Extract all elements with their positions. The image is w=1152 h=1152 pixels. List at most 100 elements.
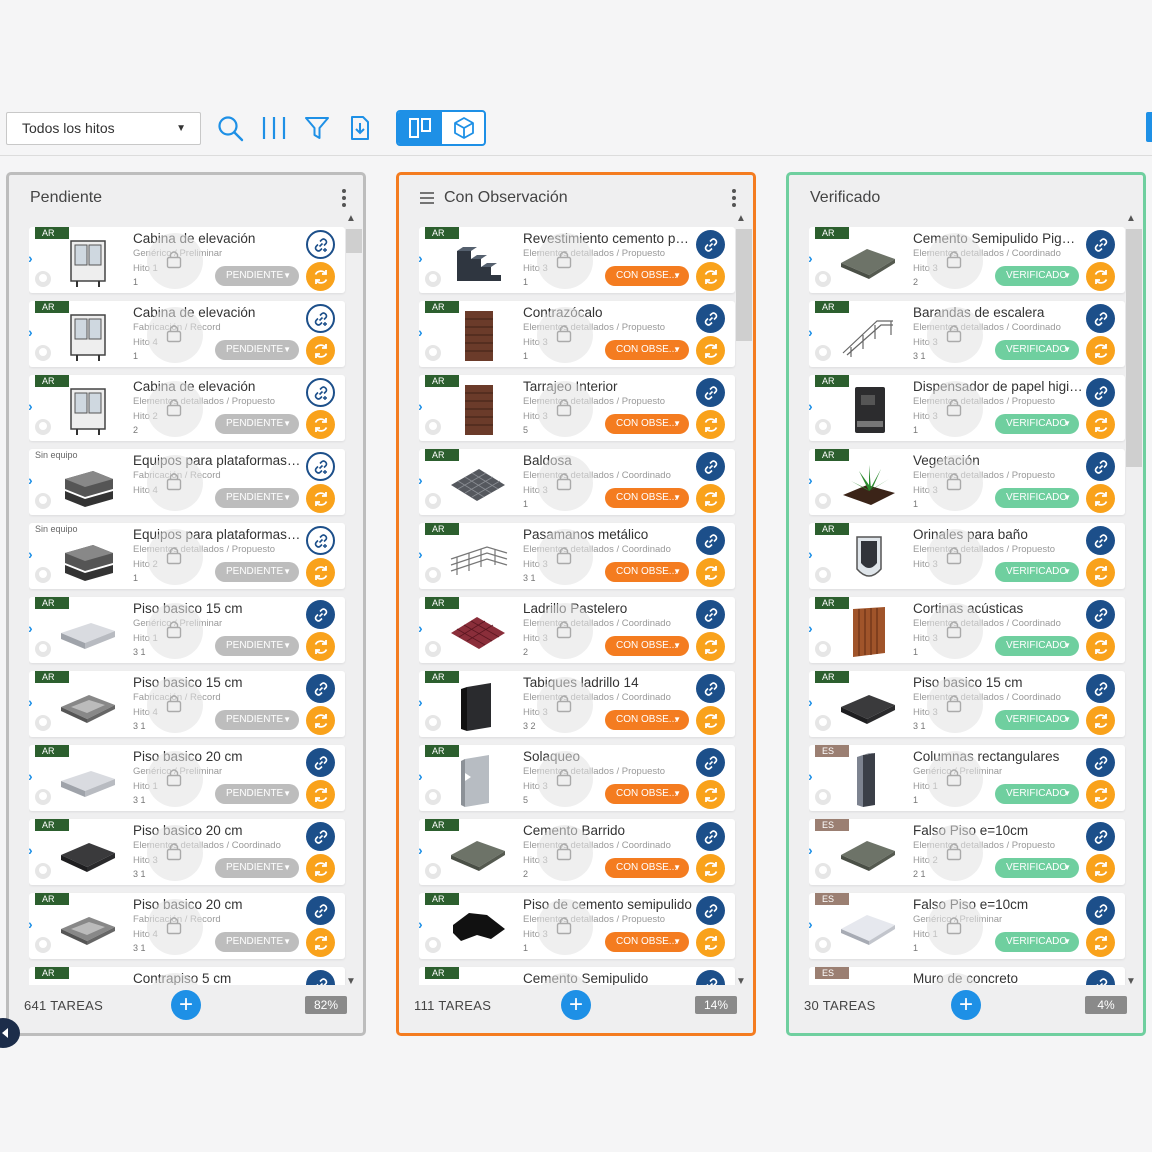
scroll-thumb[interactable] [346, 229, 362, 253]
avatar[interactable] [815, 937, 831, 953]
status-dropdown[interactable]: CON OBSE...▼ [605, 562, 689, 582]
avatar[interactable] [815, 641, 831, 657]
status-dropdown[interactable]: PENDIENTE▼ [215, 414, 299, 434]
chevron-right-icon[interactable]: › [809, 768, 813, 784]
sync-button[interactable] [306, 632, 335, 661]
status-dropdown[interactable]: VERIFICADO▼ [995, 858, 1079, 878]
status-dropdown[interactable]: PENDIENTE▼ [215, 636, 299, 656]
avatar[interactable] [425, 271, 441, 287]
chevron-right-icon[interactable]: › [29, 694, 33, 710]
chevron-right-icon[interactable]: › [419, 472, 423, 488]
element-thumbnail[interactable] [57, 381, 119, 437]
link-button[interactable] [696, 896, 725, 925]
task-card[interactable]: AR›Piso basico 20 cmGenérico / Prelimina… [29, 745, 345, 811]
link-button[interactable] [1086, 304, 1115, 333]
avatar[interactable] [425, 789, 441, 805]
chevron-right-icon[interactable]: › [809, 250, 813, 266]
link-button[interactable] [306, 378, 335, 407]
scroll-up-icon[interactable]: ▲ [736, 213, 746, 224]
sync-button[interactable] [1086, 410, 1115, 439]
sync-button[interactable] [306, 262, 335, 291]
scroll-down-icon[interactable]: ▼ [736, 976, 746, 987]
link-button[interactable] [1086, 970, 1115, 985]
link-button[interactable] [306, 452, 335, 481]
element-thumbnail[interactable] [837, 603, 899, 659]
scroll-up-icon[interactable]: ▲ [1126, 213, 1136, 224]
chevron-right-icon[interactable]: › [419, 842, 423, 858]
sync-button[interactable] [1086, 928, 1115, 957]
status-dropdown[interactable]: CON OBSE...▼ [605, 710, 689, 730]
element-thumbnail[interactable] [447, 381, 509, 437]
avatar[interactable] [815, 863, 831, 879]
avatar[interactable] [815, 715, 831, 731]
status-dropdown[interactable]: VERIFICADO▼ [995, 932, 1079, 952]
task-card[interactable]: AR›Contrapiso 5 cmPENDIENTE▼ [29, 967, 345, 985]
status-dropdown[interactable]: VERIFICADO▼ [995, 488, 1079, 508]
avatar[interactable] [425, 863, 441, 879]
avatar[interactable] [35, 863, 51, 879]
sync-button[interactable] [696, 854, 725, 883]
link-button[interactable] [696, 378, 725, 407]
more-vertical-icon[interactable] [731, 188, 737, 208]
avatar[interactable] [35, 419, 51, 435]
chevron-right-icon[interactable]: › [419, 398, 423, 414]
chevron-right-icon[interactable]: › [809, 546, 813, 562]
link-button[interactable] [306, 748, 335, 777]
element-thumbnail[interactable] [837, 455, 899, 511]
avatar[interactable] [35, 641, 51, 657]
link-button[interactable] [1086, 896, 1115, 925]
task-card[interactable]: AR›BaldosaElementos detallados / Coordin… [419, 449, 735, 515]
sync-button[interactable] [1086, 632, 1115, 661]
status-dropdown[interactable]: VERIFICADO▼ [995, 340, 1079, 360]
link-button[interactable] [696, 230, 725, 259]
sync-button[interactable] [306, 928, 335, 957]
avatar[interactable] [425, 937, 441, 953]
add-task-button[interactable]: + [171, 990, 201, 1020]
link-button[interactable] [696, 674, 725, 703]
chevron-right-icon[interactable]: › [419, 620, 423, 636]
scroll-thumb[interactable] [1126, 229, 1142, 467]
element-thumbnail[interactable] [447, 233, 509, 289]
scroll-down-icon[interactable]: ▼ [346, 976, 356, 987]
link-button[interactable] [306, 822, 335, 851]
chevron-right-icon[interactable]: › [809, 842, 813, 858]
chevron-right-icon[interactable]: › [809, 398, 813, 414]
task-card[interactable]: AR›Cemento SemipulidoCON OBSE...▼ [419, 967, 735, 985]
link-button[interactable] [306, 230, 335, 259]
element-thumbnail[interactable] [837, 233, 899, 289]
task-card[interactable]: Sin equipo›Equipos para plataformas de .… [29, 523, 345, 589]
status-dropdown[interactable]: CON OBSE...▼ [605, 858, 689, 878]
sync-button[interactable] [696, 706, 725, 735]
element-thumbnail[interactable] [447, 751, 509, 807]
scrollbar[interactable]: ▲ ▼ [344, 213, 362, 987]
element-thumbnail[interactable] [837, 677, 899, 733]
element-thumbnail[interactable] [447, 899, 509, 955]
link-button[interactable] [1086, 378, 1115, 407]
board-view-button[interactable] [398, 112, 442, 144]
status-dropdown[interactable]: PENDIENTE▼ [215, 784, 299, 804]
task-card[interactable]: AR›Piso basico 20 cmFabricación / Record… [29, 893, 345, 959]
sync-button[interactable] [696, 262, 725, 291]
status-dropdown[interactable]: VERIFICADO▼ [995, 562, 1079, 582]
task-card[interactable]: AR›Piso basico 15 cmGenérico / Prelimina… [29, 597, 345, 663]
link-button[interactable] [306, 896, 335, 925]
avatar[interactable] [425, 419, 441, 435]
avatar[interactable] [35, 493, 51, 509]
sync-button[interactable] [696, 928, 725, 957]
link-button[interactable] [1086, 526, 1115, 555]
element-thumbnail[interactable] [447, 603, 509, 659]
status-dropdown[interactable]: CON OBSE...▼ [605, 414, 689, 434]
link-button[interactable] [696, 526, 725, 555]
status-dropdown[interactable]: CON OBSE...▼ [605, 266, 689, 286]
link-button[interactable] [306, 674, 335, 703]
status-dropdown[interactable]: CON OBSE...▼ [605, 784, 689, 804]
chevron-right-icon[interactable]: › [29, 324, 33, 340]
sync-button[interactable] [306, 780, 335, 809]
avatar[interactable] [815, 271, 831, 287]
